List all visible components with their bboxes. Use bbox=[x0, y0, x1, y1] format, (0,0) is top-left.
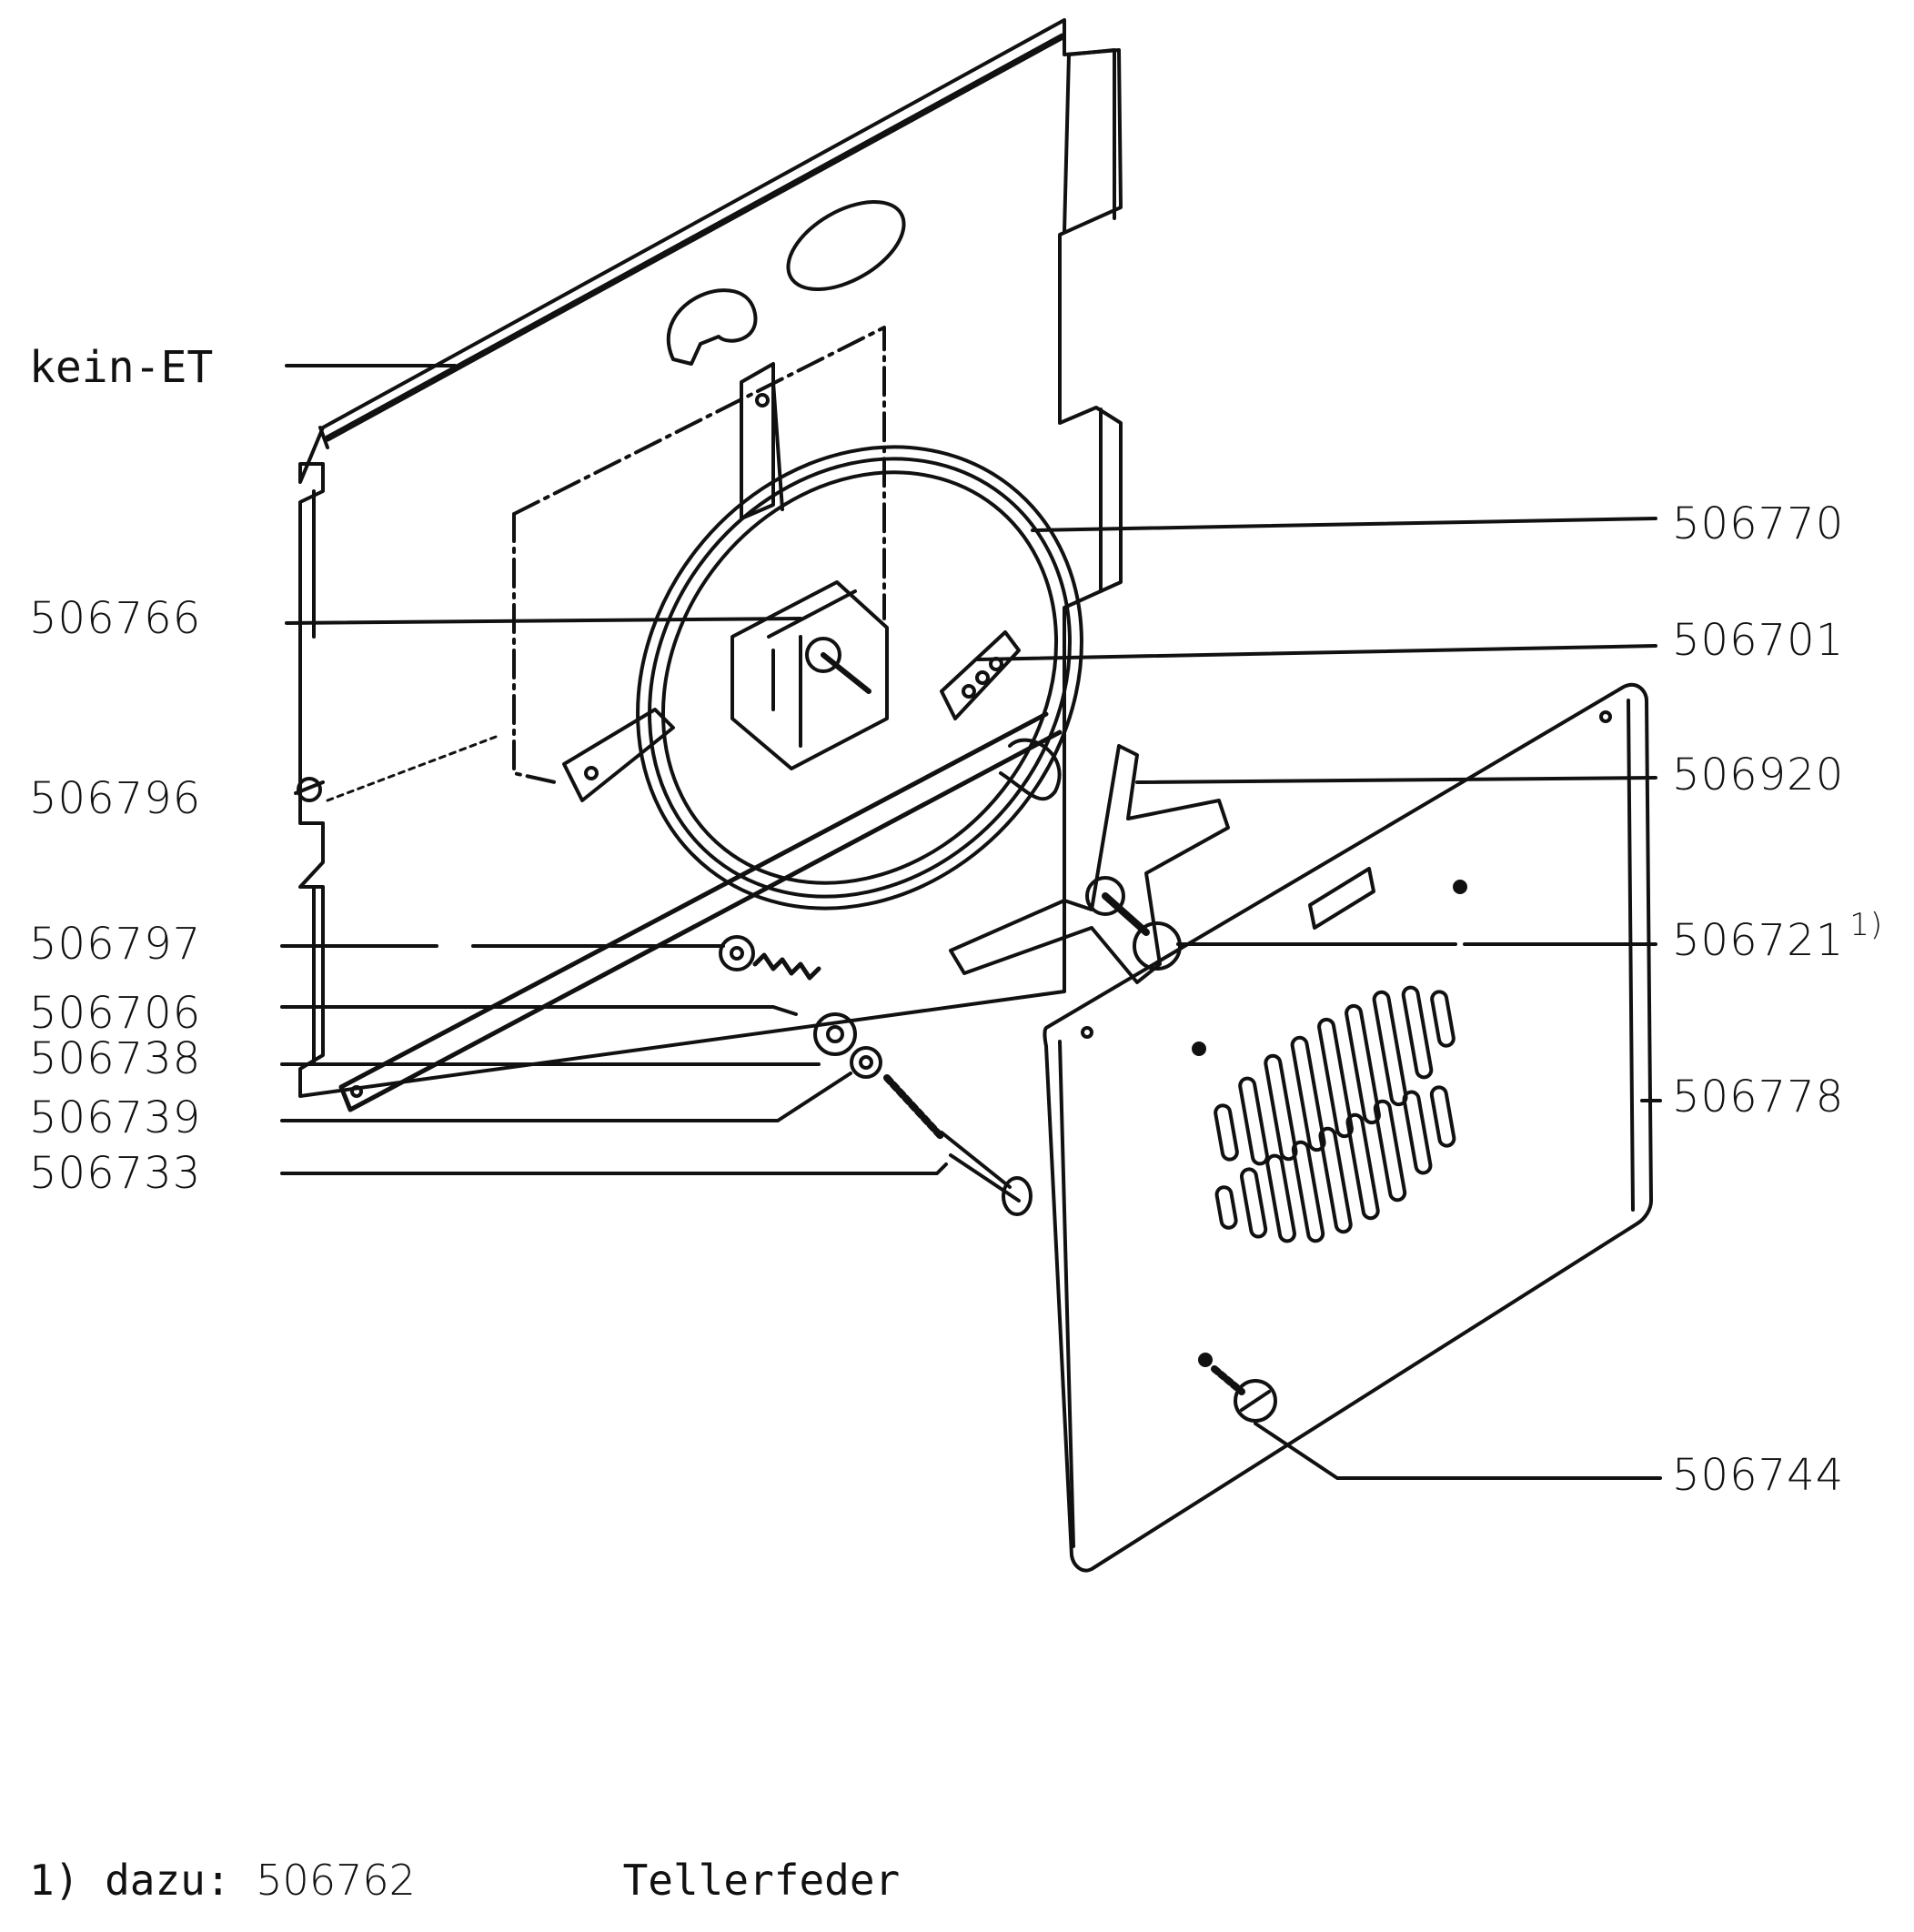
label-506766: 506766 bbox=[29, 593, 202, 644]
footnote-text: dazu: bbox=[105, 1856, 231, 1905]
fastener-set bbox=[719, 935, 1033, 1216]
label-506778: 506778 bbox=[1672, 1072, 1845, 1122]
label-506721-number: 506721 bbox=[1672, 915, 1845, 966]
label-506770: 506770 bbox=[1672, 498, 1845, 549]
footnote-description: Tellerfeder bbox=[622, 1856, 901, 1905]
label-kein-et: kein-ET bbox=[29, 342, 214, 393]
fan-motor bbox=[730, 580, 889, 770]
mounting-screw bbox=[294, 735, 498, 802]
back-plate bbox=[298, 18, 1123, 1112]
label-506706: 506706 bbox=[29, 988, 202, 1039]
leader-lines bbox=[280, 364, 1662, 1480]
label-506701: 506701 bbox=[1672, 615, 1845, 666]
terminal-block bbox=[940, 630, 1021, 720]
label-506733: 506733 bbox=[29, 1148, 202, 1199]
cover-plate bbox=[1043, 682, 1653, 1573]
motor-bracket bbox=[562, 362, 784, 802]
label-506796: 506796 bbox=[29, 773, 202, 824]
label-506739: 506739 bbox=[29, 1092, 202, 1143]
label-506744: 506744 bbox=[1672, 1450, 1845, 1501]
motor-mount-panel bbox=[512, 326, 886, 784]
label-506738: 506738 bbox=[29, 1033, 202, 1084]
footnote: 1) dazu: 506762 Tellerfeder bbox=[29, 1856, 900, 1905]
heating-ring bbox=[636, 445, 1083, 911]
footnote-part: 506762 bbox=[256, 1856, 416, 1905]
footnote-marker-label: 1) bbox=[29, 1856, 80, 1905]
footnote-marker: 1) bbox=[1849, 907, 1884, 943]
label-506797: 506797 bbox=[29, 919, 202, 970]
label-506920: 506920 bbox=[1672, 750, 1845, 800]
fan-wheel bbox=[949, 744, 1230, 984]
